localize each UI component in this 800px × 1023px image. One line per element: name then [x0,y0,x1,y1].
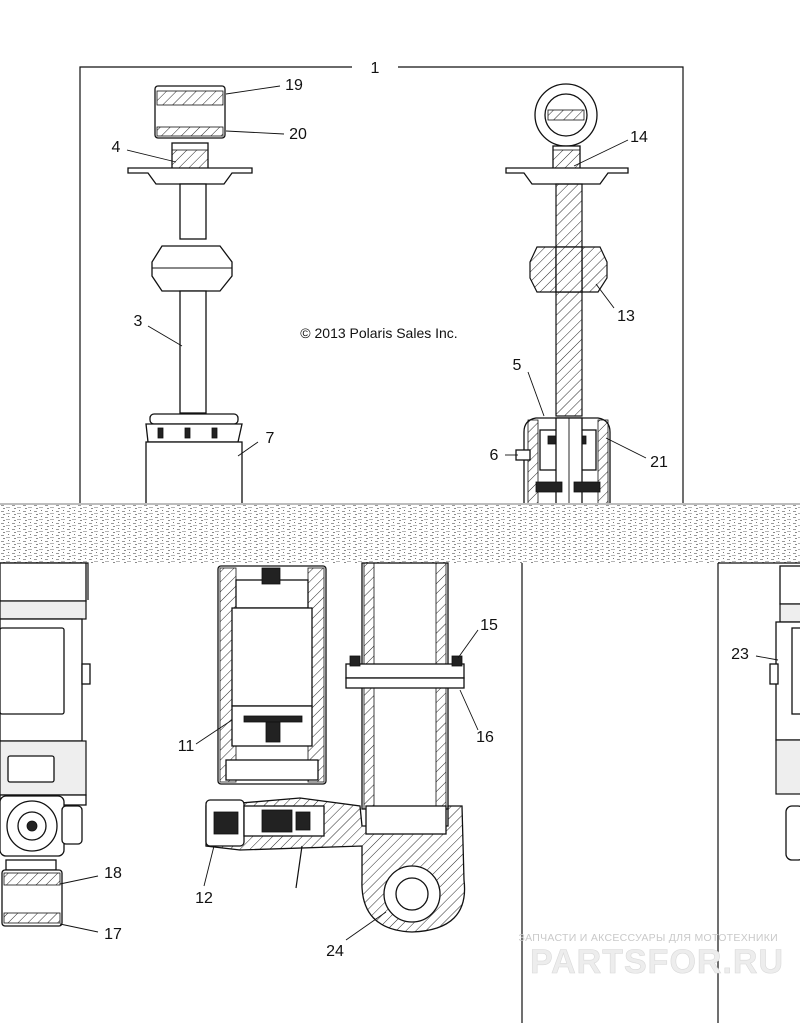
callout-15: 15 [480,617,498,634]
callout-4: 4 [112,139,121,156]
callout-14: 14 [630,129,648,146]
callout-5: 5 [513,357,522,374]
callout-numbers: 1 19 20 4 14 13 3 5 6 21 7 15 16 23 11 1… [104,60,749,960]
callout-19: 19 [285,77,303,94]
callout-21: 21 [650,454,668,471]
callout-16: 16 [476,729,494,746]
reservoir-body-external [0,562,91,927]
callout-12: 12 [195,890,213,907]
callout-24: 24 [326,943,344,960]
reservoir-body-section [205,562,466,933]
watermark-logo: PARTSFOR.RU [530,943,784,981]
shock-section-view [505,83,629,506]
callout-23: 23 [731,646,749,663]
assembly-frame [79,66,684,505]
callout-3: 3 [134,313,143,330]
copyright-notice: © 2013 Polaris Sales Inc. [300,325,457,341]
callout-6: 6 [490,447,499,464]
callout-20: 20 [289,126,307,143]
callout-18: 18 [104,865,122,882]
shock-external-view [127,85,253,506]
callout-17: 17 [104,926,122,943]
leader-lines [59,85,779,941]
watermark: ЗАПЧАСТИ И АКСЕССУАРЫ ДЛЯ МОТОТЕХНИКИ PA… [518,932,784,981]
callout-7: 7 [266,430,275,447]
callout-1: 1 [371,60,380,77]
callout-11: 11 [178,738,195,755]
watermark-tagline: ЗАПЧАСТИ И АКСЕССУАРЫ ДЛЯ МОТОТЕХНИКИ [518,932,778,944]
reservoir-body-partial [769,565,800,861]
callout-13: 13 [617,308,635,325]
scan-noise-band [0,503,800,563]
